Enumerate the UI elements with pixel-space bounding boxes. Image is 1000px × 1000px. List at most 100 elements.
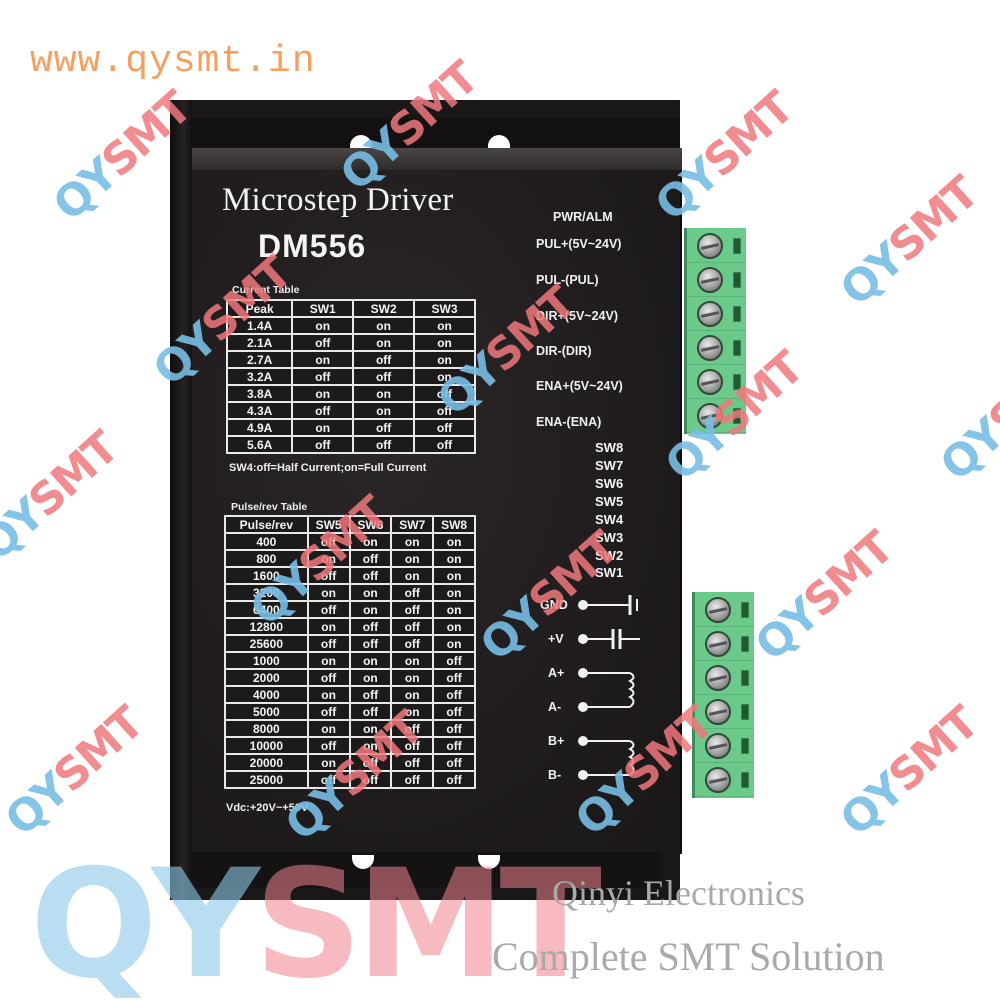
table-cell: on (390, 532, 435, 551)
table-cell: on (348, 583, 393, 602)
dip-switch-label-sw2: SW2 (595, 548, 624, 563)
table-cell: 6400 (224, 600, 309, 619)
table-cell: off (291, 435, 355, 454)
terminal-label-dir-minus: DIR-(DIR) (536, 344, 592, 358)
table-cell: 5.6A (225, 435, 294, 454)
table-cell: on (390, 549, 435, 568)
column-header: SW3 (413, 299, 476, 318)
device-top-flange (190, 118, 680, 150)
table-cell: on (432, 617, 476, 636)
screw-icon (697, 233, 723, 259)
wire-entry-icon (741, 738, 749, 754)
table-cell: on (291, 384, 355, 403)
screw-icon (705, 631, 731, 657)
table-cell: on (413, 367, 476, 386)
screw-icon (705, 733, 731, 759)
status-led-label: PWR/ALM (553, 210, 613, 224)
table-cell: off (390, 770, 435, 789)
wire-entry-icon (733, 374, 741, 390)
table-cell: 8000 (224, 719, 309, 738)
table-cell: on (432, 549, 476, 568)
table-cell: 12800 (224, 617, 309, 636)
power-terminal-slot (695, 729, 754, 763)
terminal-label-b-minus: B- (548, 768, 562, 782)
qysmt-watermark: QYSMT (0, 697, 153, 846)
table-cell: off (432, 702, 476, 721)
table-cell: on (291, 418, 355, 437)
device-bottom-flange (190, 852, 660, 888)
table-cell: 2.7A (225, 350, 294, 369)
table-cell: on (352, 333, 416, 352)
table-cell: off (291, 401, 355, 420)
table-cell: off (352, 367, 416, 386)
terminal-label-a-plus: A+ (548, 666, 565, 680)
table-cell: off (348, 685, 393, 704)
table-cell: 4.3A (225, 401, 294, 420)
table-cell: on (348, 736, 393, 755)
qysmt-watermark: QYSMT (930, 342, 1000, 491)
table-cell: off (432, 651, 476, 670)
table-cell: on (413, 316, 476, 335)
wire-entry-icon (733, 238, 741, 254)
table-cell: off (348, 634, 393, 653)
screw-icon (697, 267, 723, 293)
table-cell: off (413, 384, 476, 403)
wire-entry-icon (741, 772, 749, 788)
table-cell: off (432, 685, 476, 704)
table-cell: on (306, 583, 351, 602)
column-header: SW1 (291, 299, 355, 318)
screw-icon (705, 699, 731, 725)
table-cell: on (390, 668, 435, 687)
table-cell: off (413, 435, 476, 454)
table-cell: on (306, 685, 351, 704)
company-name: Qinyi Electronics (552, 873, 805, 913)
dip-switch-label-sw3: SW3 (595, 530, 624, 545)
column-header: SW6 (348, 515, 393, 534)
qysmt-logo: QYSMT (30, 838, 602, 1000)
wire-entry-icon (733, 340, 741, 356)
table-cell: off (348, 770, 393, 789)
power-terminal-slot (695, 695, 754, 729)
dip-switch-label-sw5: SW5 (595, 494, 624, 509)
table-cell: 2000 (224, 668, 309, 687)
terminal-label-ena-minus: ENA-(ENA) (536, 415, 602, 429)
dip-switch-label-sw1: SW1 (595, 565, 624, 580)
control-terminal-slot (687, 297, 746, 331)
table-cell: off (352, 350, 416, 369)
table-cell: 4.9A (225, 418, 294, 437)
company-tagline: Complete SMT Solution (492, 934, 885, 979)
table-cell: 1.4A (225, 316, 294, 335)
table-cell: off (306, 736, 351, 755)
control-terminal-slot (687, 365, 746, 399)
table-cell: on (291, 350, 355, 369)
device-title: Microstep Driver (222, 182, 454, 218)
website-url: www.qysmt.in (30, 40, 316, 83)
table-cell: on (348, 532, 393, 551)
control-terminal-slot (687, 229, 746, 263)
column-header: SW5 (306, 515, 351, 534)
table-cell: off (352, 435, 416, 454)
table-cell: off (291, 333, 355, 352)
table-cell: 25000 (224, 770, 309, 789)
table-cell: off (390, 617, 435, 636)
mount-hole (478, 855, 500, 869)
table-cell: off (348, 617, 393, 636)
device-front-bevel (192, 148, 682, 170)
column-header: SW8 (432, 515, 476, 534)
table-cell: 5000 (224, 702, 309, 721)
table-cell: off (306, 532, 351, 551)
dip-switch-label-sw7: SW7 (595, 458, 624, 473)
table-cell: on (352, 316, 416, 335)
screw-icon (697, 369, 723, 395)
table-cell: off (390, 736, 435, 755)
